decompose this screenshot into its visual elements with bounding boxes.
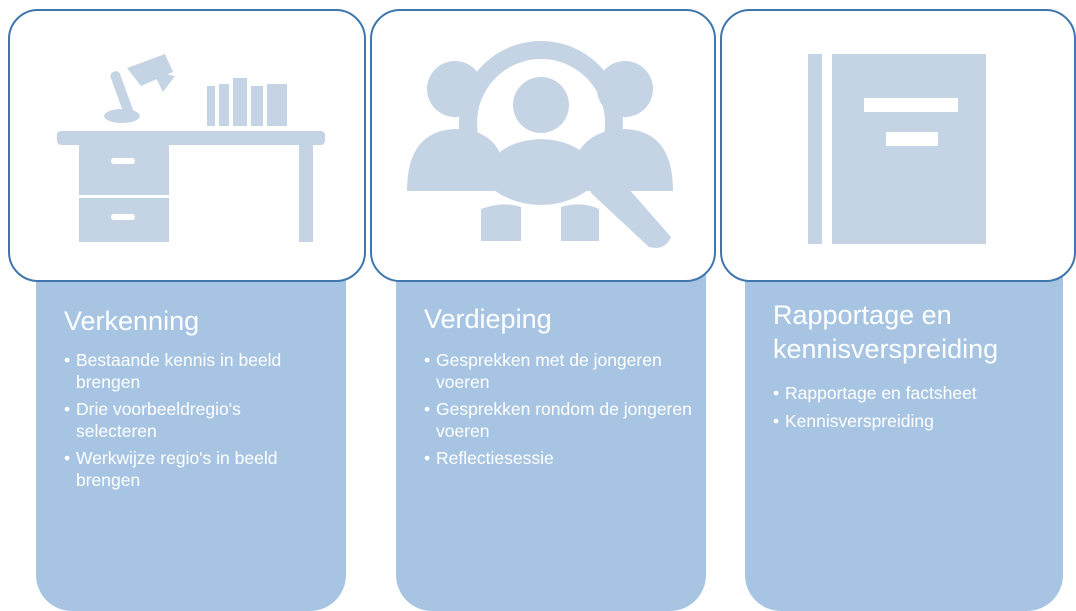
desk-icon	[47, 46, 327, 246]
stage-bullets: •Bestaande kennis in beeld brengen •Drie…	[64, 350, 314, 497]
stage-panel: Verdieping •Gesprekken met de jongeren v…	[396, 264, 706, 611]
bullet-item: •Gesprekken met de jongeren voeren	[424, 350, 662, 392]
stage-verdieping: Verdieping •Gesprekken met de jongeren v…	[370, 0, 720, 611]
bullet-item: •Rapportage en factsheet	[773, 383, 977, 403]
stage-title: Verdieping	[424, 304, 552, 334]
bullet-item: •Bestaande kennis in beeld brengen	[64, 350, 282, 392]
bullet-item: •Reflectiesessie	[424, 448, 554, 468]
stage-icon-card	[8, 9, 366, 282]
bullet-item: •Kennisverspreiding	[773, 410, 934, 431]
stage-icon-card	[720, 9, 1076, 282]
stage-bullets: •Rapportage en factsheet •Kennisversprei…	[773, 383, 1063, 438]
bullet-item: •Gesprekken rondom de jongeren voeren	[424, 399, 692, 441]
stage-title: Rapportage en kennisverspreiding	[773, 300, 999, 364]
bullet-item: •Drie voorbeeldregio's selecteren	[64, 399, 241, 441]
stage-rapportage: Rapportage en kennisverspreiding •Rappor…	[718, 0, 1076, 611]
stage-bullets: •Gesprekken met de jongeren voeren •Gesp…	[424, 350, 694, 476]
bullet-item: •Werkwijze regio's in beeld brengen	[64, 448, 278, 490]
stage-panel: Rapportage en kennisverspreiding •Rappor…	[745, 264, 1063, 611]
stage-icon-card	[370, 9, 716, 282]
stage-panel: Verkenning •Bestaande kennis in beeld br…	[36, 264, 346, 611]
stage-verkenning: Verkenning •Bestaande kennis in beeld br…	[0, 0, 366, 611]
stage-title: Verkenning	[64, 306, 200, 336]
book-icon	[798, 46, 998, 246]
magnifier-people-icon	[403, 40, 683, 251]
